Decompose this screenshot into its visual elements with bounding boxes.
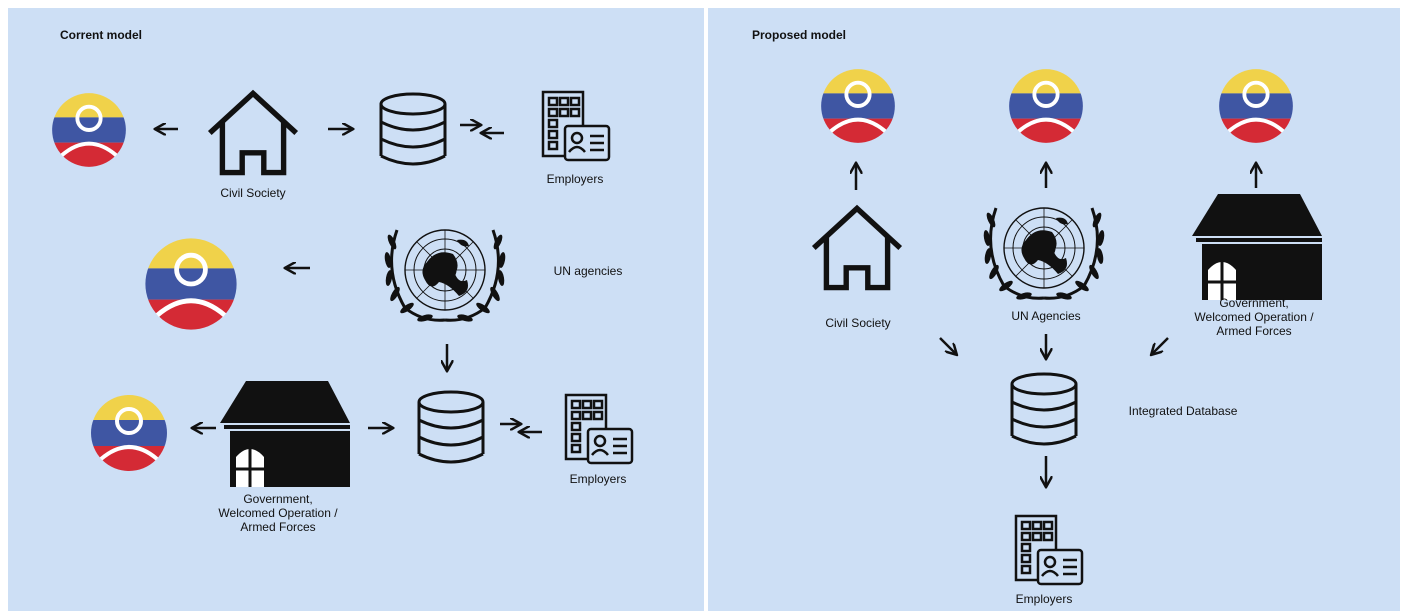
proposed-model-title: Proposed model [752, 28, 847, 42]
person-flag-icon [89, 393, 169, 474]
database-icon [1010, 372, 1078, 446]
un-emblem-icon [382, 228, 508, 325]
government-label-line: Welcomed Operation / [218, 506, 338, 520]
government-label-line: Welcomed Operation / [1194, 310, 1314, 324]
person-flag-icon [1217, 67, 1295, 146]
database-icon [379, 92, 447, 166]
employers-label: Employers [546, 172, 604, 186]
un-agencies-label: UN Agencies [1011, 309, 1081, 323]
house-icon [814, 208, 900, 287]
proposed-model-panel: Proposed model Civil Society UN Agencies… [708, 8, 1400, 611]
arrow [1152, 337, 1169, 354]
government-label: Government, Welcomed Operation / Armed F… [198, 492, 358, 534]
arrows [856, 164, 1256, 486]
integrated-database-label: Integrated Database [1128, 404, 1238, 418]
person-flag-icon [50, 91, 128, 170]
government-label-line: Armed Forces [1216, 324, 1292, 338]
government-label: Government, Welcomed Operation / Armed F… [1174, 296, 1334, 338]
employer-building-icon [541, 90, 611, 162]
person-flag-icon [143, 236, 239, 333]
government-label-line: Government, [243, 492, 313, 506]
un-emblem-icon [981, 206, 1107, 303]
government-building-icon [218, 379, 352, 489]
government-building-icon [1190, 192, 1324, 302]
government-label-line: Armed Forces [240, 520, 316, 534]
house-icon [210, 93, 296, 172]
employers-label: Employers [569, 472, 627, 486]
employers-label: Employers [1015, 592, 1073, 606]
civil-society-label: Civil Society [825, 316, 891, 330]
employer-building-icon [564, 393, 634, 465]
un-agencies-label: UN agencies [553, 264, 623, 278]
civil-society-label: Civil Society [220, 186, 286, 200]
employer-building-icon [1014, 514, 1084, 586]
person-flag-icon [1007, 67, 1085, 146]
arrow [939, 337, 956, 354]
current-model-panel: Corrent model Civil Society Employers UN… [8, 8, 704, 611]
current-model-diagram [8, 8, 634, 489]
proposed-model-diagram [708, 8, 1324, 586]
person-flag-icon [819, 67, 897, 146]
government-label-line: Government, [1219, 296, 1289, 310]
database-icon [417, 390, 485, 464]
arrows [156, 125, 542, 432]
current-model-title: Corrent model [60, 28, 143, 42]
